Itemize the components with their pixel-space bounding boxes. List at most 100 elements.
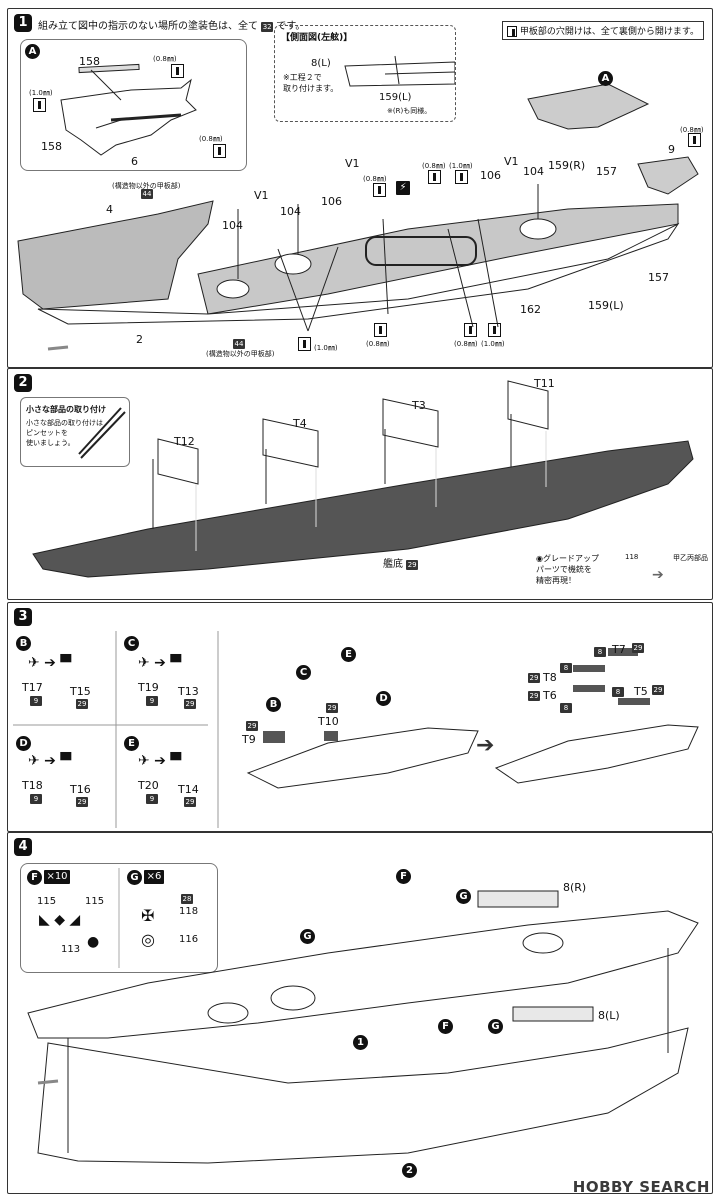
arrow-right-icon: ➔ xyxy=(476,733,495,758)
part-from: T18 xyxy=(22,779,43,792)
mount-icon: ● xyxy=(87,934,100,950)
step-1-panel: 1 組み立て図中の指示のない場所の塗装色は、全て 32 です。 甲板部の穴開けは… xyxy=(7,8,713,368)
inset-a-box: A 158 158 6 (0.8㎜) (1.0㎜) (0.8㎜) xyxy=(20,39,247,171)
step-2-panel: 2 小さな部品の取り付け 小さな部品の取り付けは ピンセットを 使いましょう。 … xyxy=(7,368,713,600)
color-code: 29 xyxy=(326,703,338,713)
part-116: 116 xyxy=(179,934,199,945)
part-from: T20 xyxy=(138,779,159,792)
marker-f: F xyxy=(438,1019,453,1034)
color-code: 29 xyxy=(246,721,258,731)
step-number: 3 xyxy=(14,608,32,626)
part-159l: 159(L) xyxy=(588,299,624,312)
drill-icon xyxy=(428,170,441,184)
tip-body: 小さな部品の取り付けは ピンセットを 使いましょう。 xyxy=(26,419,103,447)
part-to: T14 xyxy=(178,783,199,796)
marker-e: E xyxy=(124,736,139,751)
step-4-panel: 4 F ×10 115 115 113 ◣ ◆ ◢ ● G ×6 28 118 … xyxy=(7,832,713,1194)
color-code: 29 xyxy=(184,699,196,709)
part-157: 157 xyxy=(648,271,669,284)
drill-size: (1.0㎜) xyxy=(314,344,338,352)
marker-a: A xyxy=(598,71,613,86)
part-115: 115 xyxy=(37,896,57,907)
upgrade-target: 甲乙丙部品 xyxy=(673,554,708,562)
cement-icon: ⚡ xyxy=(396,181,410,195)
part-158-bottom: 158 xyxy=(41,140,62,153)
part-t5: T5 xyxy=(634,685,648,698)
turret-icon: ✈ ➔ ▀ xyxy=(138,753,182,769)
drill-icon xyxy=(373,183,386,197)
color-code: 8 xyxy=(560,703,572,713)
drill-size: (0.8㎜) xyxy=(422,162,446,170)
drill-icon xyxy=(33,98,46,112)
part-162: 162 xyxy=(520,303,541,316)
part-104: 104 xyxy=(523,165,544,178)
part-t8: T8 xyxy=(543,671,557,684)
turret-icon: ✈ ➔ ▀ xyxy=(28,655,72,671)
part-118: 118 xyxy=(179,906,199,917)
color-code: 29 xyxy=(652,685,664,695)
part-6: 6 xyxy=(131,155,138,168)
part-v1: V1 xyxy=(345,157,360,170)
count-badge: ×10 xyxy=(44,870,70,884)
group-d: D xyxy=(16,731,31,751)
part-158-top: 158 xyxy=(79,55,100,68)
part-104: 104 xyxy=(222,219,243,232)
part-t9: T9 xyxy=(242,733,256,746)
part-v1: V1 xyxy=(254,189,269,202)
drill-icon xyxy=(488,323,501,337)
color-code: 29 xyxy=(528,673,540,683)
color-code: 29 xyxy=(184,797,196,807)
part-9: 9 xyxy=(668,143,675,156)
side-view-same-note: ※(R)も同様。 xyxy=(387,107,432,115)
drill-icon xyxy=(213,144,226,158)
subassembly-box: F ×10 115 115 113 ◣ ◆ ◢ ● G ×6 28 118 11… xyxy=(20,863,218,973)
marker-f: F xyxy=(396,869,411,884)
tip-title: 小さな部品の取り付け xyxy=(26,405,106,414)
part-2: 2 xyxy=(136,333,143,346)
step-note-text: 組み立て図中の指示のない場所の塗装色は、全て xyxy=(38,21,258,32)
color-code: 9 xyxy=(146,696,158,706)
color-code: 8 xyxy=(594,647,606,657)
drill-size: (0.8㎜) xyxy=(366,340,390,348)
color-code: 9 xyxy=(30,696,42,706)
marker-g: G xyxy=(300,929,315,944)
step-4-drawing xyxy=(27,890,699,1164)
deck-label: (構造物以外の甲板部) xyxy=(112,182,181,190)
marker-g: G xyxy=(456,889,471,904)
drill-note: 甲板部の穴開けは、全て裏側から開けます。 xyxy=(502,21,704,40)
part-8l: 8(L) xyxy=(598,1009,620,1022)
part-104: 104 xyxy=(280,205,301,218)
marker-d: D xyxy=(16,736,31,751)
step-number: 2 xyxy=(14,374,32,392)
drill-size: (0.8㎜) xyxy=(153,55,177,63)
part-t11: T11 xyxy=(534,377,555,390)
color-code: 29 xyxy=(528,691,540,701)
drill-icon xyxy=(507,26,518,37)
base-icon: ◎ xyxy=(141,930,155,949)
side-view-note: ※工程２で 取り付けます。 xyxy=(283,73,339,93)
upgrade-note: ◉グレードアップ パーツで機銃を 精密再現！ xyxy=(536,554,599,585)
tweezers-icon xyxy=(78,407,126,459)
marker-2: 2 xyxy=(402,1163,417,1178)
part-157: 157 xyxy=(596,165,617,178)
drill-size: (0.8㎜) xyxy=(199,135,223,143)
color-code: 8 xyxy=(560,663,572,673)
color-code: 32 xyxy=(261,22,274,32)
hull-label: 艦底 29 xyxy=(383,555,419,570)
drill-size: (1.0㎜) xyxy=(449,162,473,170)
part-to: T15 xyxy=(70,685,91,698)
step-number: 1 xyxy=(14,14,32,32)
part-115: 115 xyxy=(85,896,105,907)
step-3-grid xyxy=(13,631,699,828)
part-8r: 8(R) xyxy=(563,881,587,894)
part-to: T13 xyxy=(178,685,199,698)
part-106: 106 xyxy=(480,169,501,182)
color-code: 8 xyxy=(612,687,624,697)
part-from: T19 xyxy=(138,681,159,694)
step-note: 組み立て図中の指示のない場所の塗装色は、全て 32 です。 xyxy=(38,17,305,32)
part-t12: T12 xyxy=(174,435,195,448)
color-code: 9 xyxy=(30,794,42,804)
turret-icon: ✈ ➔ ▀ xyxy=(28,753,72,769)
marker-g: G xyxy=(488,1019,503,1034)
